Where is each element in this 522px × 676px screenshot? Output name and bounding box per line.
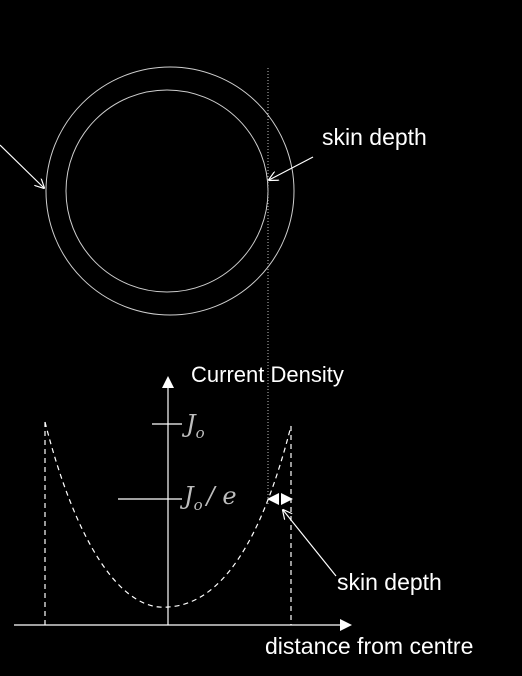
- j0-label: Jo: [181, 410, 205, 442]
- conductor-outer-circle: [45, 66, 295, 316]
- left-pointer-arrow: [0, 144, 44, 188]
- x-axis-label: distance from centre: [265, 633, 473, 659]
- skin-depth-label-top: skin depth: [322, 124, 427, 150]
- current-density-curve: [44, 421, 292, 608]
- conductor-cross-section: skin depth: [0, 66, 427, 316]
- skin-depth-pointer-bottom: [283, 510, 337, 577]
- skin-depth-label-bottom: skin depth: [337, 569, 442, 595]
- current-density-plot: Current Density distance from centre Jo …: [14, 362, 473, 659]
- skin-depth-pointer-arrow: [269, 156, 314, 180]
- y-axis-label: Current Density: [191, 362, 344, 387]
- conductor-inner-circle: [65, 89, 269, 293]
- j0-over-e-label: Jo/ e: [179, 482, 237, 514]
